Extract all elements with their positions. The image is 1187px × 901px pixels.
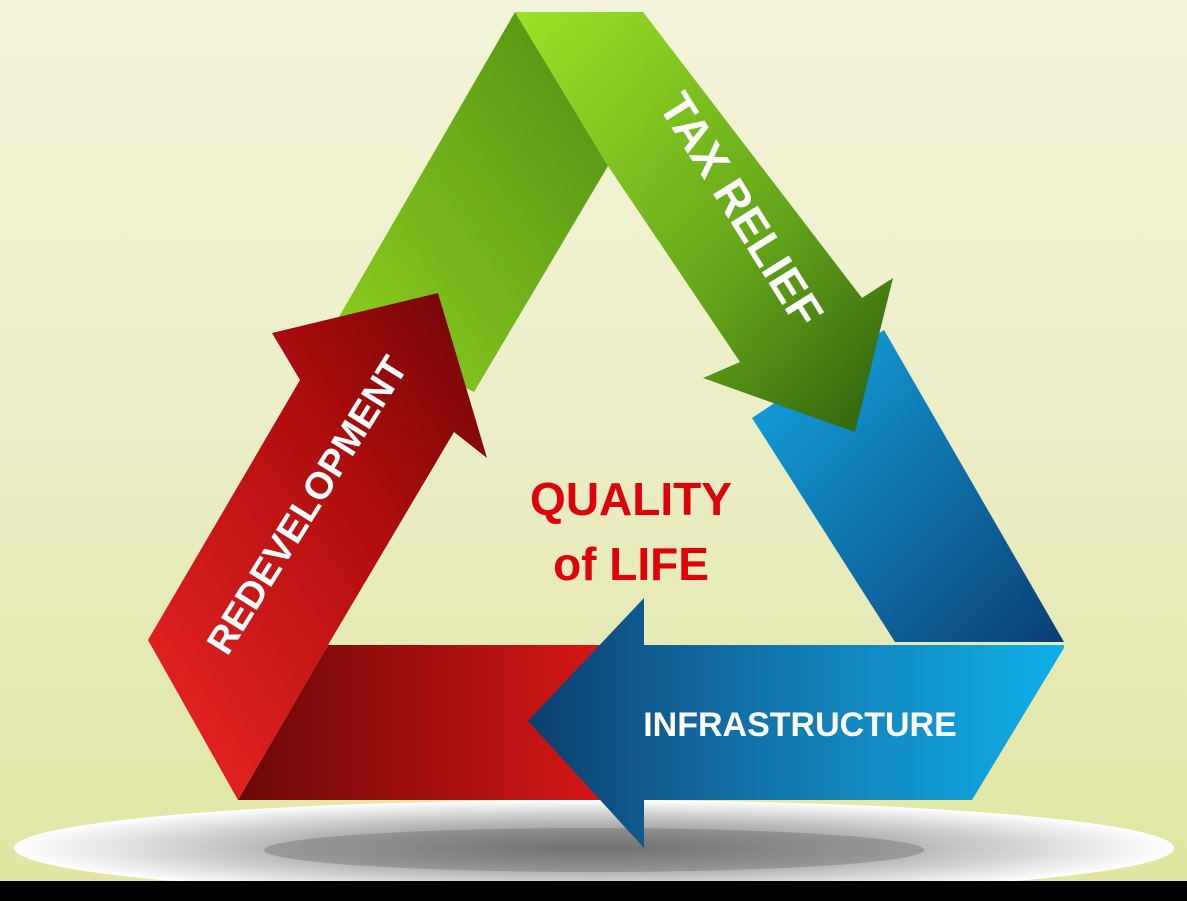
floor-shadow bbox=[14, 800, 1174, 896]
center-title-line2: of LIFE bbox=[553, 538, 709, 590]
infrastructure-arrow bbox=[528, 598, 1064, 848]
red-band-bottom bbox=[238, 645, 640, 800]
green-band-left bbox=[336, 12, 608, 392]
tax-relief-arrow bbox=[515, 12, 893, 432]
infrastructure-label: INFRASTRUCTURE bbox=[643, 706, 957, 744]
redevelopment-arrow bbox=[148, 293, 487, 800]
center-title-line1: QUALITY bbox=[530, 473, 732, 525]
bottom-bar bbox=[0, 881, 1187, 901]
floor-shadow-core bbox=[264, 828, 924, 872]
